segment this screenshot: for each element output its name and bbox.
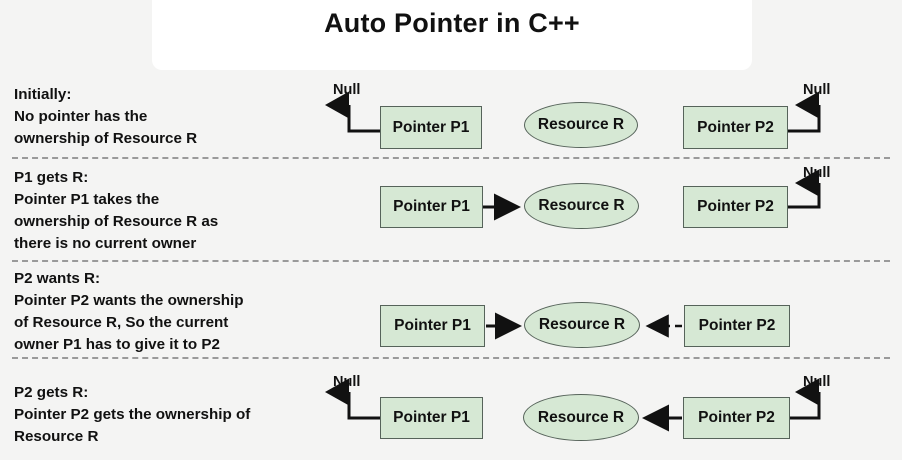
row-p2-wants-r-pointer-p1[interactable]: Pointer P1 bbox=[380, 305, 485, 347]
row-p2-gets-r-pointer-p2[interactable]: Pointer P2 bbox=[683, 397, 790, 439]
row-p2-gets-r: P2 gets R: Pointer P2 gets the ownership… bbox=[0, 360, 902, 460]
row-initially-p1-null-label: Null bbox=[333, 82, 361, 98]
row-initially-pointer-p2[interactable]: Pointer P2 bbox=[683, 106, 788, 149]
row-p1-gets-r: P1 gets R: Pointer P1 takes the ownershi… bbox=[0, 158, 902, 263]
title-panel: Auto Pointer in C++ bbox=[152, 0, 752, 70]
row-p1-gets-r-pointer-p1[interactable]: Pointer P1 bbox=[380, 186, 483, 228]
row-separator-2 bbox=[12, 260, 890, 262]
row-p1-gets-r-p2-null-label: Null bbox=[803, 165, 831, 181]
row-p2-wants-r-resource-r[interactable]: Resource R bbox=[524, 302, 640, 348]
row-initially-resource-r[interactable]: Resource R bbox=[524, 102, 638, 148]
row-initially: Initially: No pointer has the ownership … bbox=[0, 0, 902, 159]
row-initially-pointer-p1[interactable]: Pointer P1 bbox=[380, 106, 482, 149]
row-initially-description: Initially: No pointer has the ownership … bbox=[14, 86, 198, 147]
row-p1-gets-r-pointer-p2[interactable]: Pointer P2 bbox=[683, 186, 788, 228]
row-separator-1 bbox=[12, 157, 890, 159]
page-title: Auto Pointer in C++ bbox=[324, 8, 580, 38]
row-p2-gets-r-p1-null-label: Null bbox=[333, 374, 361, 390]
row-initially-p2-null-label: Null bbox=[803, 82, 831, 98]
row-p2-gets-r-pointer-p1[interactable]: Pointer P1 bbox=[380, 397, 483, 439]
row-p2-wants-r-pointer-p2[interactable]: Pointer P2 bbox=[684, 305, 790, 347]
row-separator-3 bbox=[12, 357, 890, 359]
row-p2-wants-r: P2 wants R: Pointer P2 wants the ownersh… bbox=[0, 260, 902, 360]
row-p2-wants-r-description: P2 wants R: Pointer P2 wants the ownersh… bbox=[14, 270, 244, 353]
row-p1-gets-r-description: P1 gets R: Pointer P1 takes the ownershi… bbox=[14, 169, 219, 252]
row-p1-gets-r-resource-r[interactable]: Resource R bbox=[524, 183, 639, 229]
row-p2-gets-r-resource-r[interactable]: Resource R bbox=[523, 394, 639, 441]
row-p2-gets-r-description: P2 gets R: Pointer P2 gets the ownership… bbox=[14, 384, 251, 445]
row-p2-gets-r-p2-null-label: Null bbox=[803, 374, 831, 390]
